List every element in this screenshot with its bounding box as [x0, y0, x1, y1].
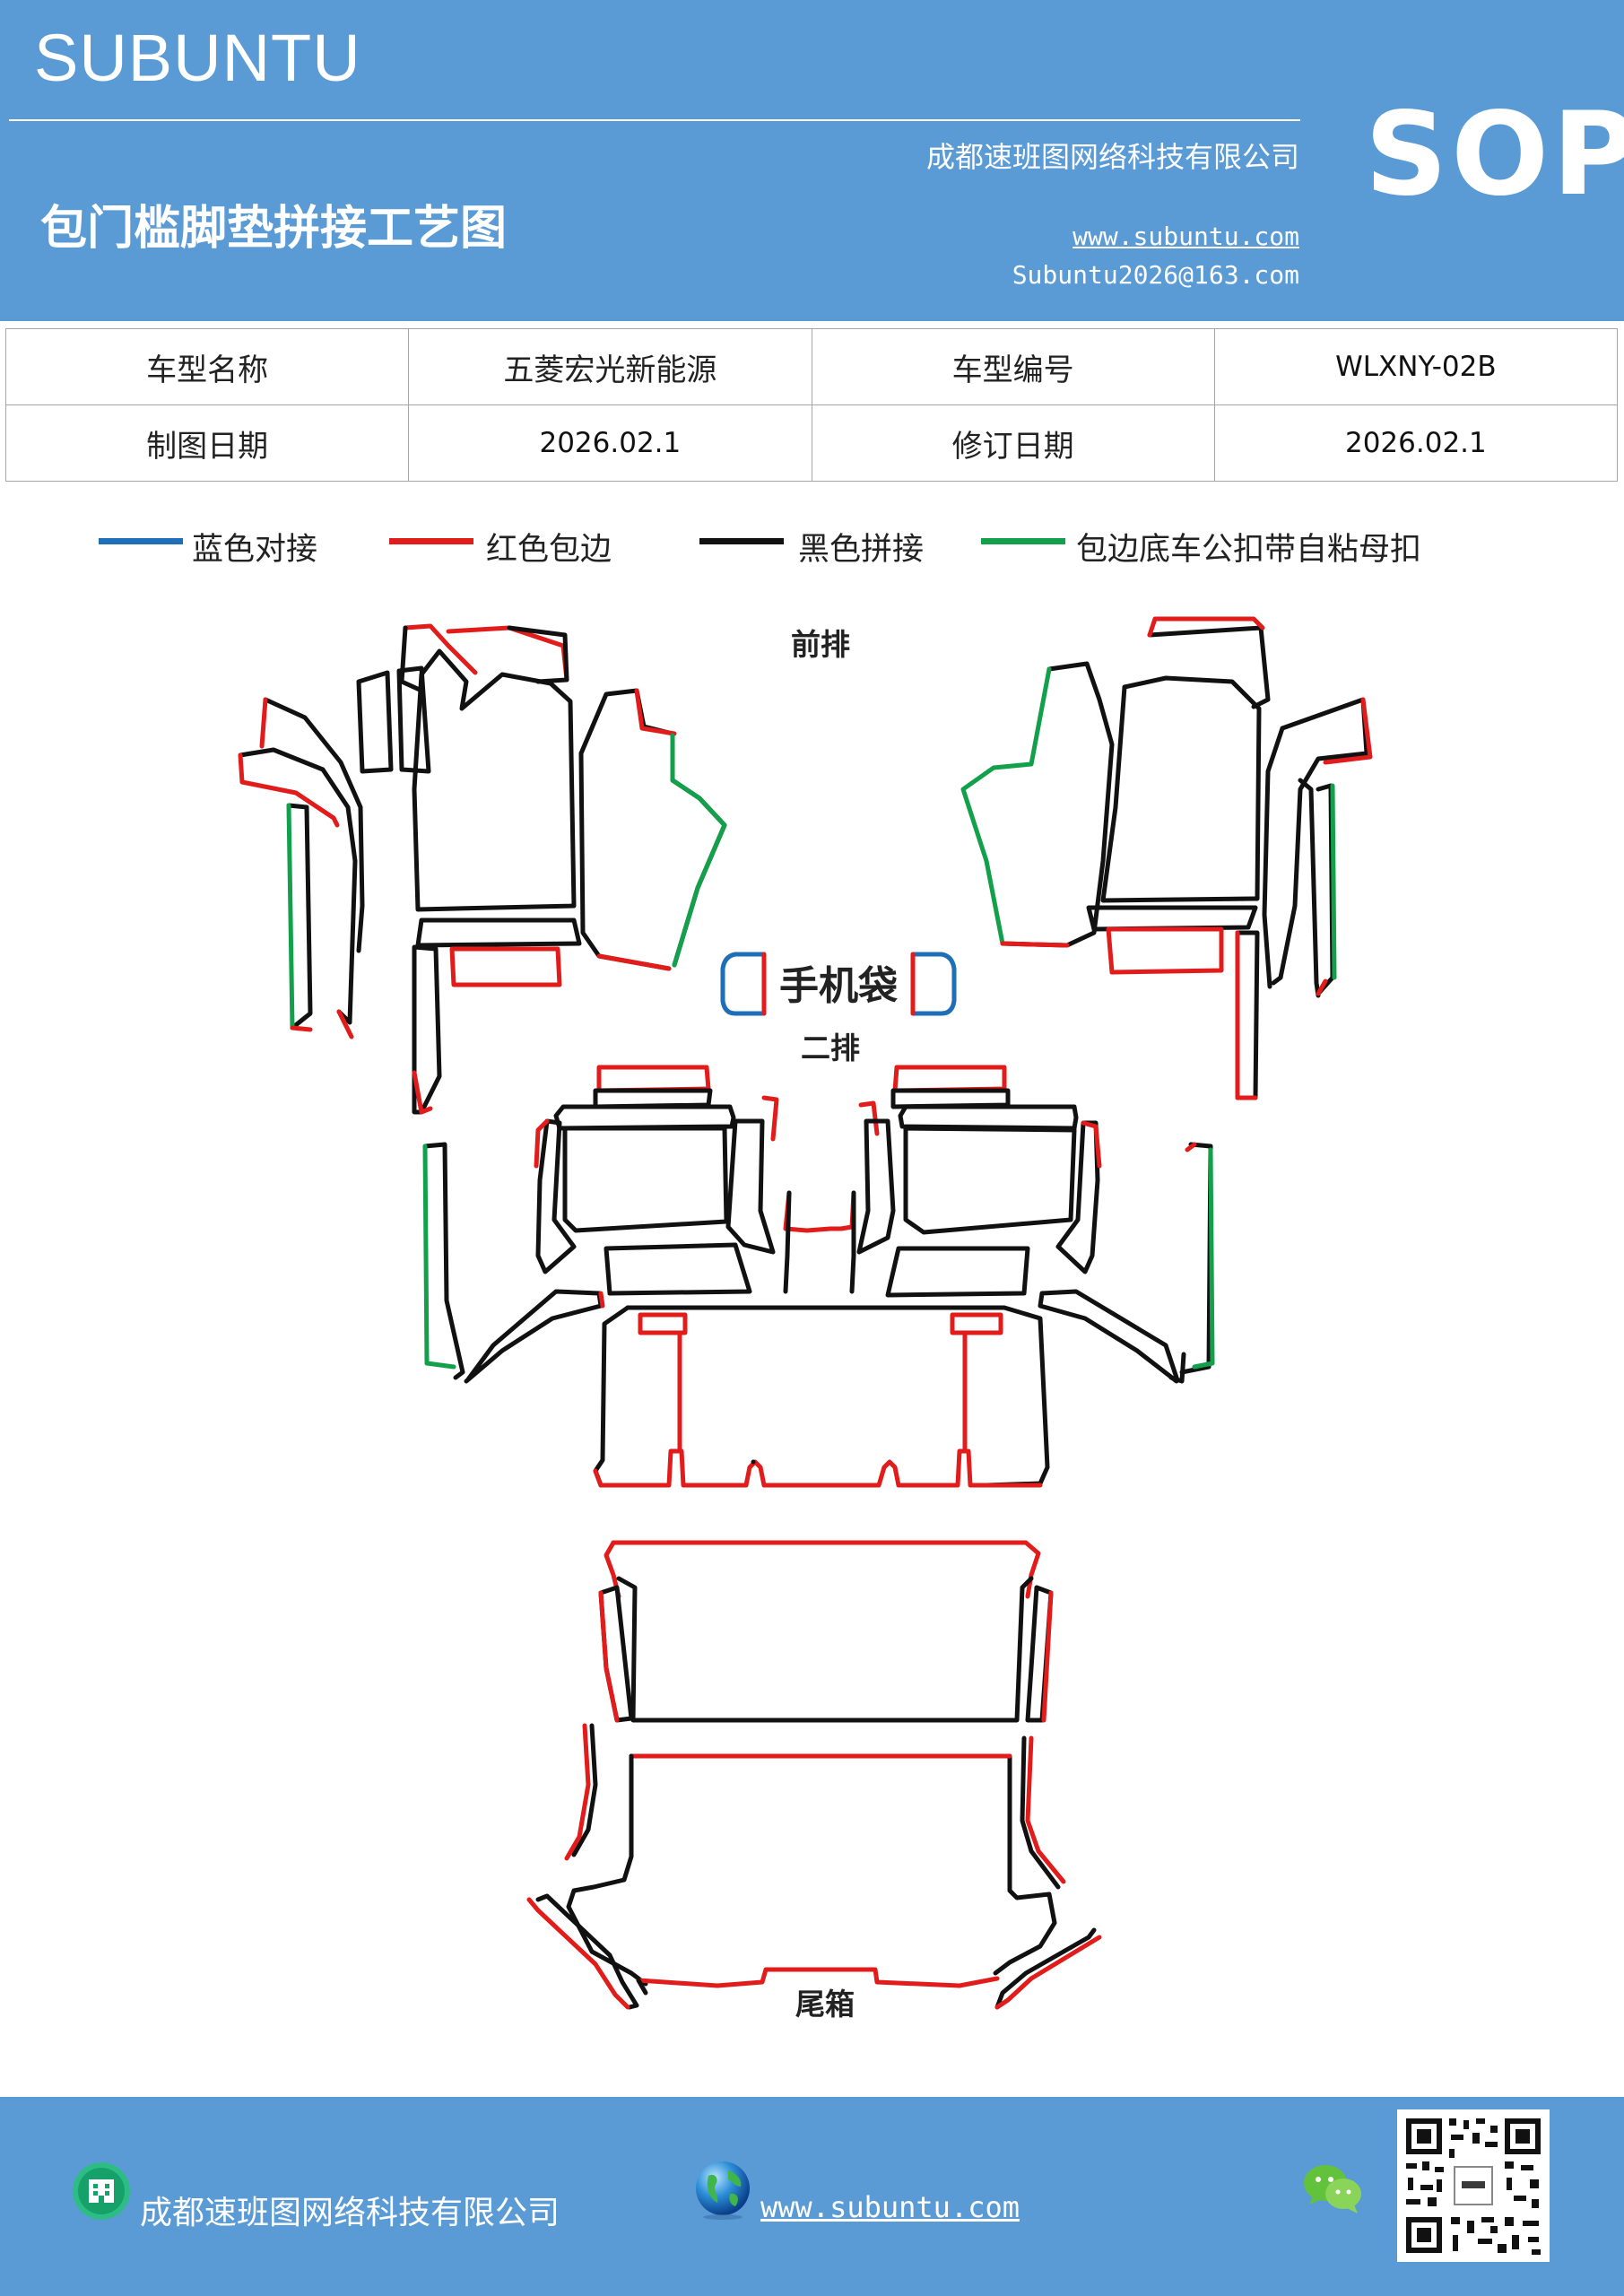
- legend-swatch-green: [981, 538, 1065, 544]
- table-row: 车型名称 五菱宏光新能源 车型编号 WLXNY-02B: [4, 328, 1619, 405]
- revision-date-label: 修订日期: [811, 404, 1215, 482]
- floor-mat-diagram: 前排 手机袋 二排 尾箱: [238, 616, 1373, 2022]
- qr-code-icon: [1397, 2109, 1550, 2262]
- wechat-icon[interactable]: [1302, 2161, 1365, 2215]
- document-title: 包门槛脚垫拼接工艺图: [40, 201, 508, 256]
- legend-label: 黑色拼接: [798, 532, 925, 568]
- model-code-label: 车型编号: [811, 328, 1215, 405]
- model-code-value: WLXNY-02B: [1213, 328, 1619, 405]
- header-divider: [9, 119, 1300, 121]
- revision-date-value: 2026.02.1: [1213, 404, 1619, 482]
- sop-badge: SOP: [1365, 88, 1624, 222]
- website-link[interactable]: www.subuntu.com: [1073, 222, 1299, 251]
- label-trunk: 尾箱: [795, 1987, 855, 2022]
- label-phone-pocket: 手机袋: [779, 963, 898, 1009]
- footer-banner: 成都速班图网络科技有限公司 www.subuntu.com: [0, 2097, 1624, 2296]
- legend-swatch-blue: [99, 538, 183, 544]
- phone-pocket-outline: [720, 952, 957, 1016]
- email-address: Subuntu2026@163.com: [1012, 260, 1299, 290]
- footer-website-link[interactable]: www.subuntu.com: [760, 2190, 1020, 2224]
- legend-label: 红色包边: [486, 532, 612, 568]
- vehicle-info-table: 车型名称 五菱宏光新能源 车型编号 WLXNY-02B 制图日期 2026.02…: [4, 328, 1619, 482]
- legend-swatch-red: [389, 538, 473, 544]
- model-name-label: 车型名称: [4, 328, 410, 405]
- table-row: 制图日期 2026.02.1 修订日期 2026.02.1: [4, 404, 1619, 482]
- second-row-pieces: [422, 1065, 1215, 1488]
- draw-date-label: 制图日期: [4, 404, 410, 482]
- model-name-value: 五菱宏光新能源: [408, 328, 812, 405]
- company-name: 成都速班图网络科技有限公司: [925, 140, 1299, 174]
- globe-icon: [696, 2161, 750, 2220]
- legend-label: 包边底车公扣带自粘母扣: [1076, 532, 1422, 568]
- building-icon: [73, 2162, 130, 2220]
- header-banner: SUBUNTU 成都速班图网络科技有限公司 包门槛脚垫拼接工艺图 www.sub…: [0, 0, 1624, 321]
- legend-label: 蓝色对接: [192, 532, 318, 568]
- brand-name: SUBUNTU: [34, 21, 361, 95]
- label-front-row: 前排: [791, 627, 850, 662]
- front-left-pieces: [238, 623, 727, 1115]
- trunk-pieces: [526, 1540, 1102, 2010]
- footer-company-name: 成都速班图网络科技有限公司: [140, 2195, 560, 2231]
- draw-date-value: 2026.02.1: [408, 404, 812, 482]
- legend-swatch-black: [699, 538, 784, 544]
- label-second-row: 二排: [801, 1031, 860, 1065]
- front-right-pieces: [960, 616, 1373, 1100]
